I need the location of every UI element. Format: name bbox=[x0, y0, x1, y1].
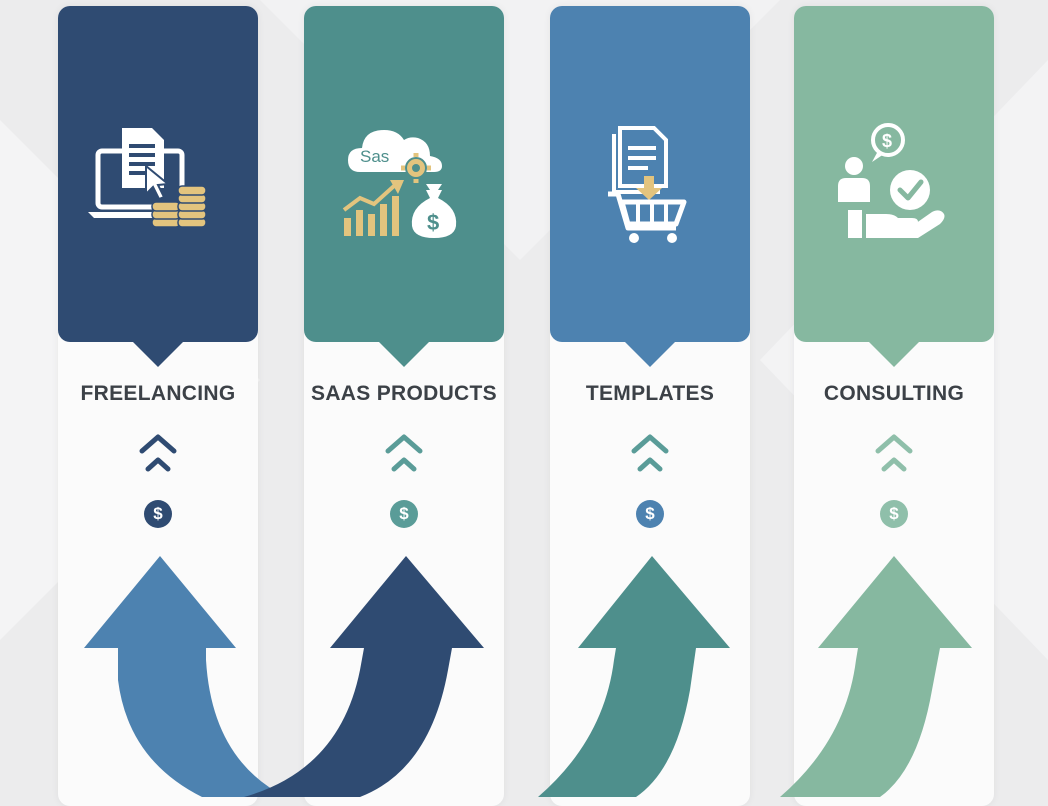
card-templates bbox=[550, 6, 750, 342]
dollar-icon: $ bbox=[144, 500, 172, 528]
category-label-templates: TEMPLATES bbox=[585, 382, 715, 405]
svg-text:$: $ bbox=[427, 210, 439, 235]
card-pointer bbox=[624, 341, 676, 367]
saas-icon-text: Sas bbox=[360, 147, 389, 166]
card-pointer bbox=[868, 341, 920, 367]
card-saas-products: Sas $ bbox=[304, 6, 504, 342]
column-templates: TEMPLATES $ bbox=[550, 6, 750, 806]
chevron-up-icon bbox=[631, 434, 669, 472]
arrow-up-consulting bbox=[780, 556, 972, 797]
arrow-up-templates bbox=[538, 556, 730, 797]
category-label-consulting: CONSULTING bbox=[823, 382, 965, 405]
card-pointer bbox=[378, 341, 430, 367]
dollar-icon: $ bbox=[880, 500, 908, 528]
chevron-up-icon bbox=[875, 434, 913, 472]
document-cart-icon bbox=[608, 126, 687, 243]
arrow-up-saas-products bbox=[244, 556, 484, 797]
category-label-freelancing: FREELANCING bbox=[80, 382, 236, 405]
card-pointer bbox=[132, 341, 184, 367]
card-freelancing bbox=[58, 6, 258, 342]
chevron-up-icon bbox=[139, 434, 177, 472]
dollar-icon: $ bbox=[636, 500, 664, 528]
person-hand-check-icon: $ bbox=[838, 123, 945, 238]
category-label-saas-products: SAAS PRODUCTS bbox=[311, 382, 497, 405]
chevron-up-icon bbox=[385, 434, 423, 472]
svg-text:$: $ bbox=[882, 131, 892, 151]
laptop-document-coins-icon bbox=[88, 128, 207, 228]
dollar-icon: $ bbox=[390, 500, 418, 528]
card-consulting: $ bbox=[794, 6, 994, 342]
arrow-up-freelancing bbox=[84, 556, 286, 797]
column-freelancing: FREELANCING $ bbox=[58, 6, 258, 806]
cloud-saas-growth-icon: Sas $ bbox=[342, 130, 457, 238]
